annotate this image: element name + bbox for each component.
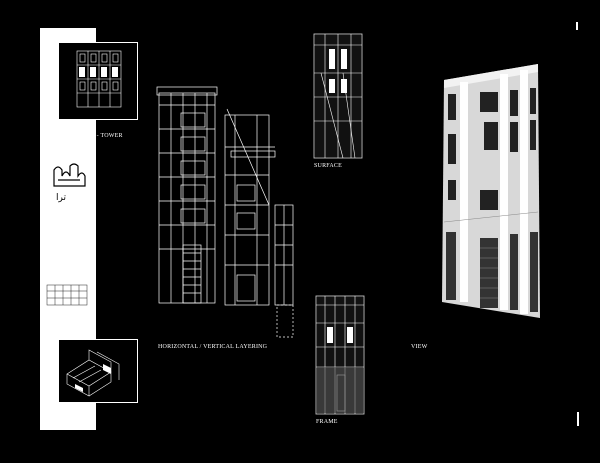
layering-label: HORIZONTAL / VERTICAL LAYERING <box>158 344 268 350</box>
axonometric-drawing <box>66 349 120 397</box>
bay-study-thumbnail <box>58 42 138 120</box>
bay-study-label: BAY STUDY - TOWER <box>60 133 123 139</box>
view-rendering <box>440 62 542 320</box>
view-label: VIEW <box>411 344 428 350</box>
frame-label: FRAME <box>316 419 338 425</box>
axonometric-thumbnail <box>58 339 138 403</box>
frame-drawing <box>315 295 365 415</box>
ink-sketch-drawing <box>52 158 88 192</box>
ink-glyph-text: ﺗﺮﺍ <box>56 193 66 203</box>
corner-tick-top <box>576 22 578 30</box>
layering-elevation-drawing <box>155 85 300 340</box>
surface-label: SURFACE <box>314 163 342 169</box>
facade-grid-drawing <box>76 50 122 108</box>
small-elevation-drawing <box>46 283 88 307</box>
surface-drawing <box>313 33 363 159</box>
corner-tick-bottom <box>577 412 579 426</box>
